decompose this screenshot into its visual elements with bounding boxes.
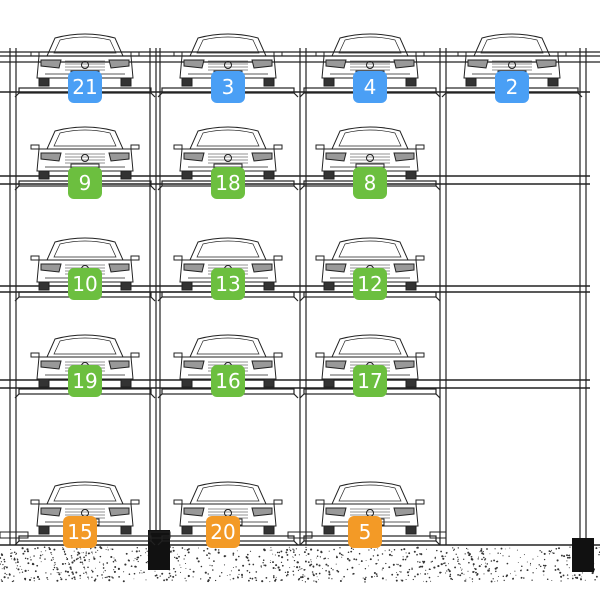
car (315, 481, 425, 535)
ground-rail (149, 531, 171, 539)
car (315, 126, 425, 180)
slot-number-badge: 9 (68, 167, 102, 199)
slot-number-badge: 17 (353, 365, 387, 397)
slot-number-badge: 5 (348, 516, 382, 548)
car (173, 33, 283, 87)
slot-number-badge: 20 (206, 516, 240, 548)
car (30, 334, 140, 388)
slot-number-badge: 4 (353, 71, 387, 103)
car (173, 481, 283, 535)
slot-number-badge: 12 (353, 268, 387, 300)
car (315, 33, 425, 87)
ground-rail (0, 531, 29, 539)
ground-rail (287, 531, 313, 539)
slot-number-badge: 10 (68, 268, 102, 300)
car (30, 237, 140, 291)
slot-number-badge: 13 (211, 268, 245, 300)
car (30, 481, 140, 535)
slot-number-badge: 2 (495, 71, 529, 103)
slot-number-badge: 16 (211, 365, 245, 397)
foundation-block (148, 530, 170, 570)
slot-number-badge: 19 (68, 365, 102, 397)
ground-gravel (0, 546, 600, 583)
slot-number-badge: 8 (353, 167, 387, 199)
slot-number-badge: 15 (63, 516, 97, 548)
slot-number-badge: 21 (68, 71, 102, 103)
frame (0, 48, 600, 546)
car (30, 33, 140, 87)
slot-number-badge: 3 (211, 71, 245, 103)
slot-number-badge: 18 (211, 167, 245, 199)
ground-rail (429, 531, 447, 539)
foundation-block (572, 538, 594, 572)
car (30, 126, 140, 180)
